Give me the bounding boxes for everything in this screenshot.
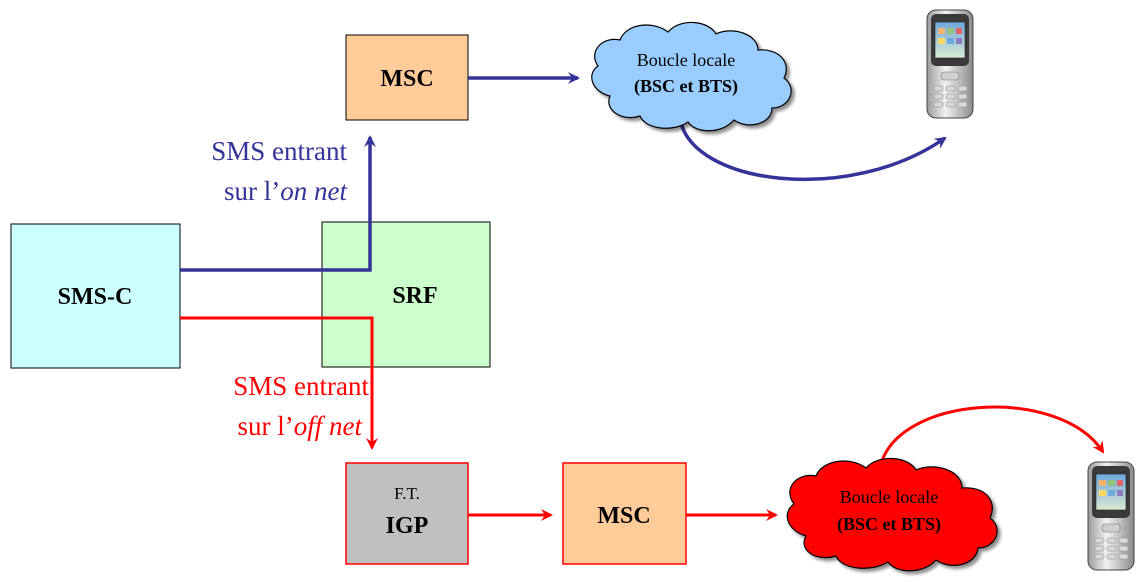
cloud-on-net-shape <box>591 21 792 132</box>
igp-box <box>345 462 469 565</box>
mobile-phone-icon <box>926 9 974 119</box>
msc-off-net-box <box>562 462 687 565</box>
cloud-on-net <box>591 21 792 132</box>
on-net-label-line1: SMS entrant <box>211 136 347 166</box>
off-net-label-line2: sur l’off net <box>238 411 364 441</box>
msc-off-net-label: MSC <box>597 503 650 529</box>
msc-on-net-box <box>345 34 469 121</box>
on-net-cloud-to-phone-arrow <box>678 117 947 182</box>
igp-label: IGP <box>386 513 429 539</box>
smsc-label: SMS-C <box>58 284 133 310</box>
igp-ft-label: F.T. <box>394 484 420 503</box>
srf-box <box>321 221 491 368</box>
on-net-label-prefix: sur l’ <box>224 176 280 206</box>
cloud-off-net-shape <box>786 457 998 572</box>
off-net-cloud-to-phone-arrow <box>878 405 1105 469</box>
on-net-path <box>180 135 376 272</box>
off-net-label-line1: SMS entrant <box>233 371 369 401</box>
mobile-phone-icon <box>1087 461 1135 571</box>
srf-label: SRF <box>392 283 437 309</box>
cloud-on-net-line2: (BSC et BTS) <box>634 76 738 97</box>
off-net-label-prefix: sur l’ <box>238 411 294 441</box>
on-net-label-em: on net <box>280 176 348 206</box>
cloud-off-net-line2: (BSC et BTS) <box>837 514 941 535</box>
cloud-off-net-line1: Boucle locale <box>840 487 938 507</box>
off-net-label-em: off net <box>294 411 364 441</box>
cloud-on-net-line1: Boucle locale <box>637 50 735 70</box>
off-net-path <box>180 316 378 450</box>
on-net-label-line2: sur l’on net <box>224 176 348 206</box>
smsc-box <box>10 223 181 369</box>
msc-on-net-label: MSC <box>380 66 433 92</box>
cloud-off-net <box>786 457 998 572</box>
